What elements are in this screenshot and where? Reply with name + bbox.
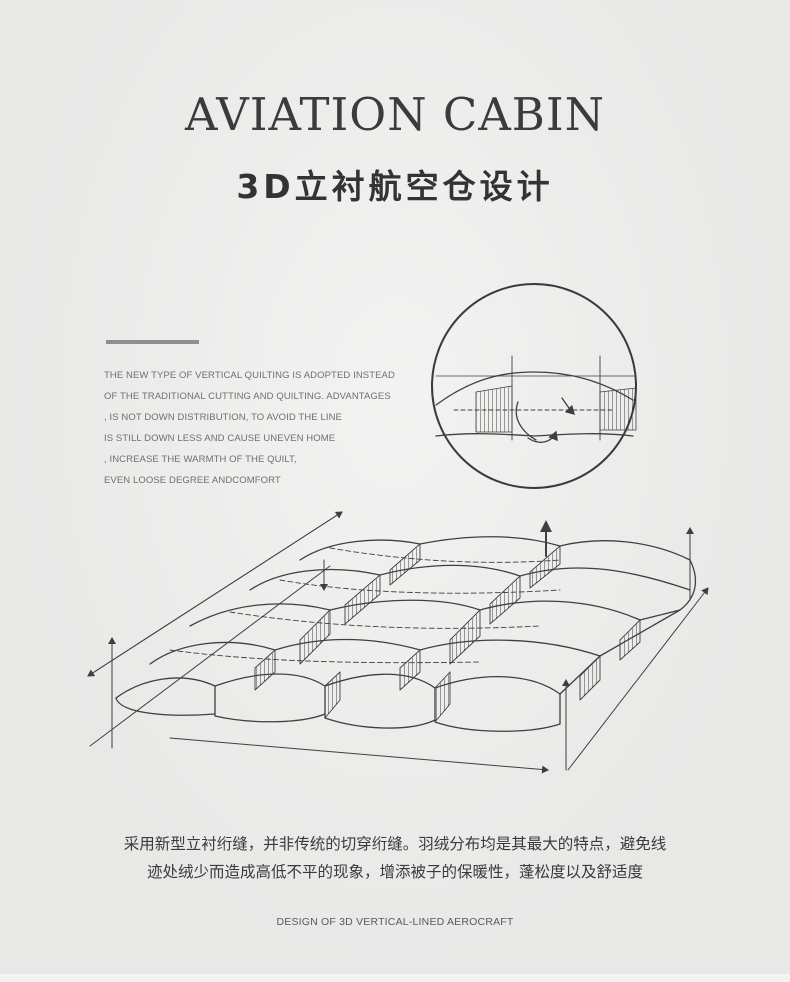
footer-caption: DESIGN OF 3D VERTICAL-LINED AEROCRAFT: [276, 916, 514, 928]
description-cn: 采用新型立衬绗缝，并非传统的切穿绗缝。羽绒分布均是其最大的特点，避免线 迹处绒少…: [0, 830, 790, 886]
description-en-line: , INCREASE THE WARMTH OF THE QUILT,: [104, 454, 297, 465]
divider-rule: [106, 340, 199, 344]
description-en-line: OF THE TRADITIONAL CUTTING AND QUILTING.…: [104, 391, 391, 402]
bottom-strip: [0, 974, 790, 982]
description-en-line: THE NEW TYPE OF VERTICAL QUILTING IS ADO…: [104, 370, 395, 381]
description-en-line: IS STILL DOWN LESS AND CAUSE UNEVEN HOME: [104, 433, 336, 444]
loft-arrow-icon: [540, 520, 552, 557]
dimension-arrows: [87, 511, 709, 774]
page-title-en: AVIATION CABIN: [184, 88, 606, 141]
magnifier-detail: [431, 283, 637, 489]
description-cn-line: 迹处绒少而造成高低不平的现象，增添被子的保暖性，蓬松度以及舒适度: [146, 863, 643, 881]
description-en-line: EVEN LOOSE DEGREE ANDCOMFORT: [104, 475, 281, 486]
description-en-line: , IS NOT DOWN DISTRIBUTION, TO AVOID THE…: [104, 412, 342, 423]
quilt-illustration: [87, 283, 709, 774]
page-title-cn: 3D立衬航空仓设计: [236, 167, 554, 206]
quilt-body: [115, 536, 697, 732]
description-en: THE NEW TYPE OF VERTICAL QUILTING IS ADO…: [104, 365, 414, 491]
description-cn-line: 采用新型立衬绗缝，并非传统的切穿绗缝。羽绒分布均是其最大的特点，避免线: [123, 835, 667, 853]
